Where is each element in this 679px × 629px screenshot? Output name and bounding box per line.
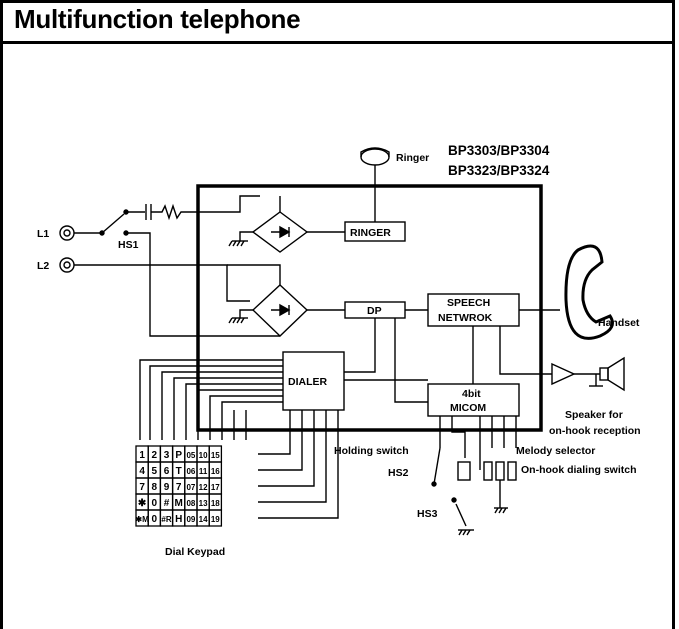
onhook-dialing-label: On-hook dialing switch <box>521 464 637 476</box>
keypad-key: 16 <box>211 467 220 476</box>
keypad-key: 19 <box>211 515 220 524</box>
upper-rectifier-bridge <box>251 211 309 253</box>
speaker-label-1: Speaker for <box>565 409 623 421</box>
keypad-key: 11 <box>199 467 208 476</box>
keypad-key: 9 <box>164 482 170 493</box>
keypad-key: ✱M <box>135 515 149 524</box>
micom-label-1: 4bit <box>462 388 481 400</box>
speaker-label-2: on-hook reception <box>549 425 641 437</box>
keypad-key: 4 <box>139 466 145 477</box>
model-line-1: BP3303/BP3304 <box>448 143 550 158</box>
keypad-key: 09 <box>186 515 195 524</box>
l2-terminal <box>59 257 75 273</box>
speech-label-2: NETWROK <box>438 312 493 324</box>
hs1-label: HS1 <box>118 239 139 251</box>
l2-label: L2 <box>37 260 49 272</box>
melody-selector-label: Melody selector <box>516 445 595 457</box>
keypad-key: T <box>176 466 182 477</box>
keypad-key: 1 <box>139 450 145 461</box>
l1-label: L1 <box>37 228 49 240</box>
keypad-key: 0 <box>152 514 158 525</box>
keypad-key: 06 <box>186 467 195 476</box>
dialer-block-label: DIALER <box>288 376 328 388</box>
ic-boundary <box>196 184 543 432</box>
keypad-key: 3 <box>164 450 170 461</box>
keypad-key: 5 <box>152 466 158 477</box>
dp-block-label: DP <box>367 305 382 317</box>
keypad-key: 18 <box>211 499 220 508</box>
keypad-caption: Dial Keypad <box>165 546 225 558</box>
handset-label: Handset <box>598 317 640 329</box>
keypad-key: 10 <box>199 451 208 460</box>
keypad-key: 08 <box>186 499 195 508</box>
keypad-key: 0 <box>152 498 158 509</box>
ringer-device <box>360 148 390 166</box>
keypad-key: 8 <box>152 482 158 493</box>
keypad-key: M <box>175 498 183 509</box>
keypad-key: 15 <box>211 451 220 460</box>
ringer-device-label: Ringer <box>396 152 429 164</box>
model-line-2: BP3323/BP3324 <box>448 163 550 178</box>
keypad-key: 14 <box>199 515 208 524</box>
keypad-key: 17 <box>211 483 220 492</box>
keypad-key: 7 <box>176 482 182 493</box>
speaker-symbol <box>551 356 625 392</box>
holding-switch-label: Holding switch <box>334 445 409 457</box>
keypad-key: 7 <box>139 482 145 493</box>
hs2-label: HS2 <box>388 467 409 479</box>
l1-terminal <box>59 225 75 241</box>
keypad-key: 12 <box>199 483 208 492</box>
hs3-label: HS3 <box>417 508 438 520</box>
speech-label-1: SPEECH <box>447 297 490 309</box>
keypad-key: # <box>164 498 170 509</box>
header-bar: Multifunction telephone <box>0 0 675 44</box>
micom-label-2: MICOM <box>450 402 486 414</box>
lower-rectifier-bridge <box>251 284 309 337</box>
ringer-block-label: RINGER <box>350 227 391 239</box>
keypad-key: 13 <box>199 499 208 508</box>
keypad-key: 2 <box>152 450 158 461</box>
handset-symbol <box>564 244 614 340</box>
keypad-key: 05 <box>186 451 195 460</box>
keypad-key: P <box>175 450 182 461</box>
keypad-key: 6 <box>164 466 170 477</box>
keypad-cell <box>208 509 223 527</box>
keypad-key: 07 <box>186 483 195 492</box>
keypad-key: ✱ <box>138 498 147 509</box>
keypad-key: H <box>175 514 182 525</box>
page-title: Multifunction telephone <box>14 4 301 34</box>
keypad-key: #R <box>161 515 171 524</box>
